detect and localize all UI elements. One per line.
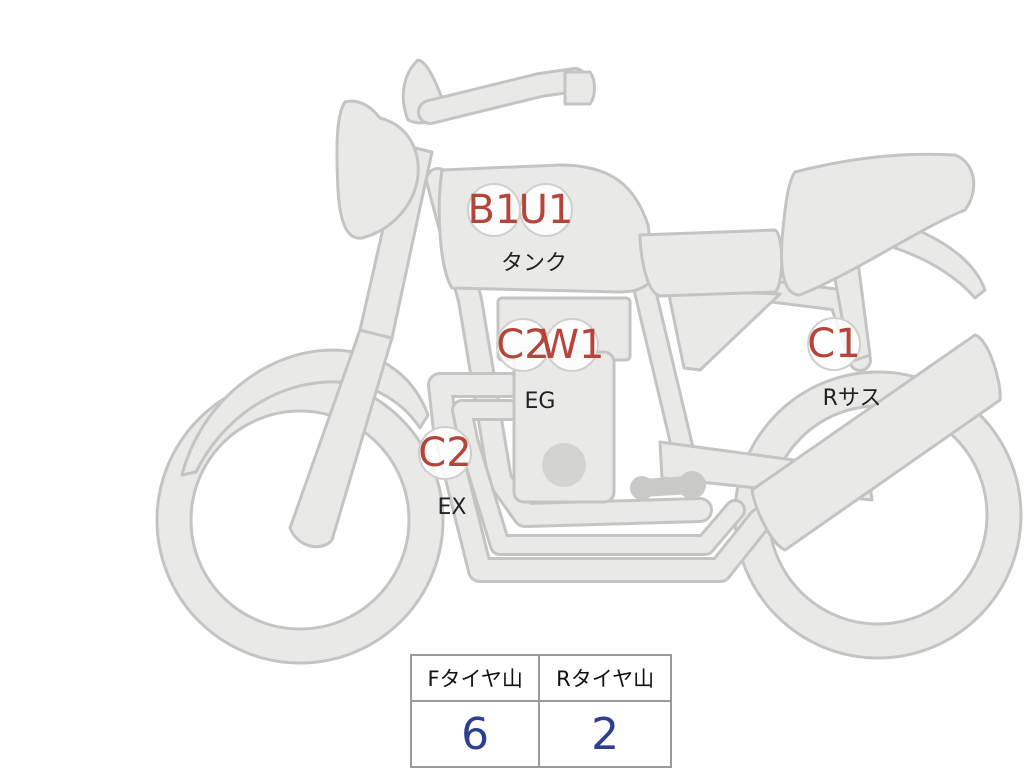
tire-table-header-row: Fタイヤ山 Rタイヤ山 bbox=[409, 654, 672, 702]
badge-c2-engine-code: C2 bbox=[496, 322, 549, 368]
headlight bbox=[335, 99, 420, 240]
front-tire-value: 6 bbox=[409, 700, 541, 768]
badge-u1: U1 タンク bbox=[501, 183, 574, 276]
seat-rear bbox=[780, 152, 976, 297]
footpeg bbox=[630, 471, 706, 500]
front-wheel bbox=[155, 375, 445, 665]
badge-c1: C1 Rサス bbox=[807, 317, 882, 411]
seat-front bbox=[638, 228, 784, 298]
badge-c2-engine: C2 bbox=[496, 318, 550, 372]
side-cover bbox=[666, 288, 782, 372]
badge-w1: W1 EG bbox=[525, 318, 605, 414]
front-tire-header: Fタイヤ山 bbox=[409, 654, 541, 702]
tire-tread-table: Fタイヤ山 Rタイヤ山 6 2 bbox=[409, 654, 672, 768]
badge-c1-code: C1 bbox=[807, 321, 860, 367]
muffler bbox=[750, 333, 1002, 552]
label-exhaust: EX bbox=[438, 495, 467, 520]
label-rear-suspension: Rサス bbox=[823, 386, 882, 411]
badge-c2-exhaust-code: C2 bbox=[418, 430, 471, 476]
inspection-points: B1 U1 タンク C2 W1 EG C1 Rサス C2 EX bbox=[418, 183, 882, 520]
rear-tire-header: Rタイヤ山 bbox=[538, 654, 672, 702]
label-engine: EG bbox=[525, 389, 556, 414]
badge-c2-exhaust: C2 EX bbox=[418, 426, 472, 520]
badge-b1: B1 bbox=[467, 183, 521, 237]
exhaust-pipes bbox=[427, 372, 773, 583]
tire-table-value-row: 6 2 bbox=[409, 700, 672, 768]
badge-w1-code: W1 bbox=[540, 322, 605, 368]
label-tank: タンク bbox=[501, 251, 567, 276]
badge-b1-code: B1 bbox=[468, 187, 521, 233]
badge-u1-code: U1 bbox=[519, 187, 574, 233]
handlebar bbox=[401, 58, 596, 125]
rear-fender bbox=[893, 223, 987, 300]
rear-tire-value: 2 bbox=[538, 700, 672, 768]
